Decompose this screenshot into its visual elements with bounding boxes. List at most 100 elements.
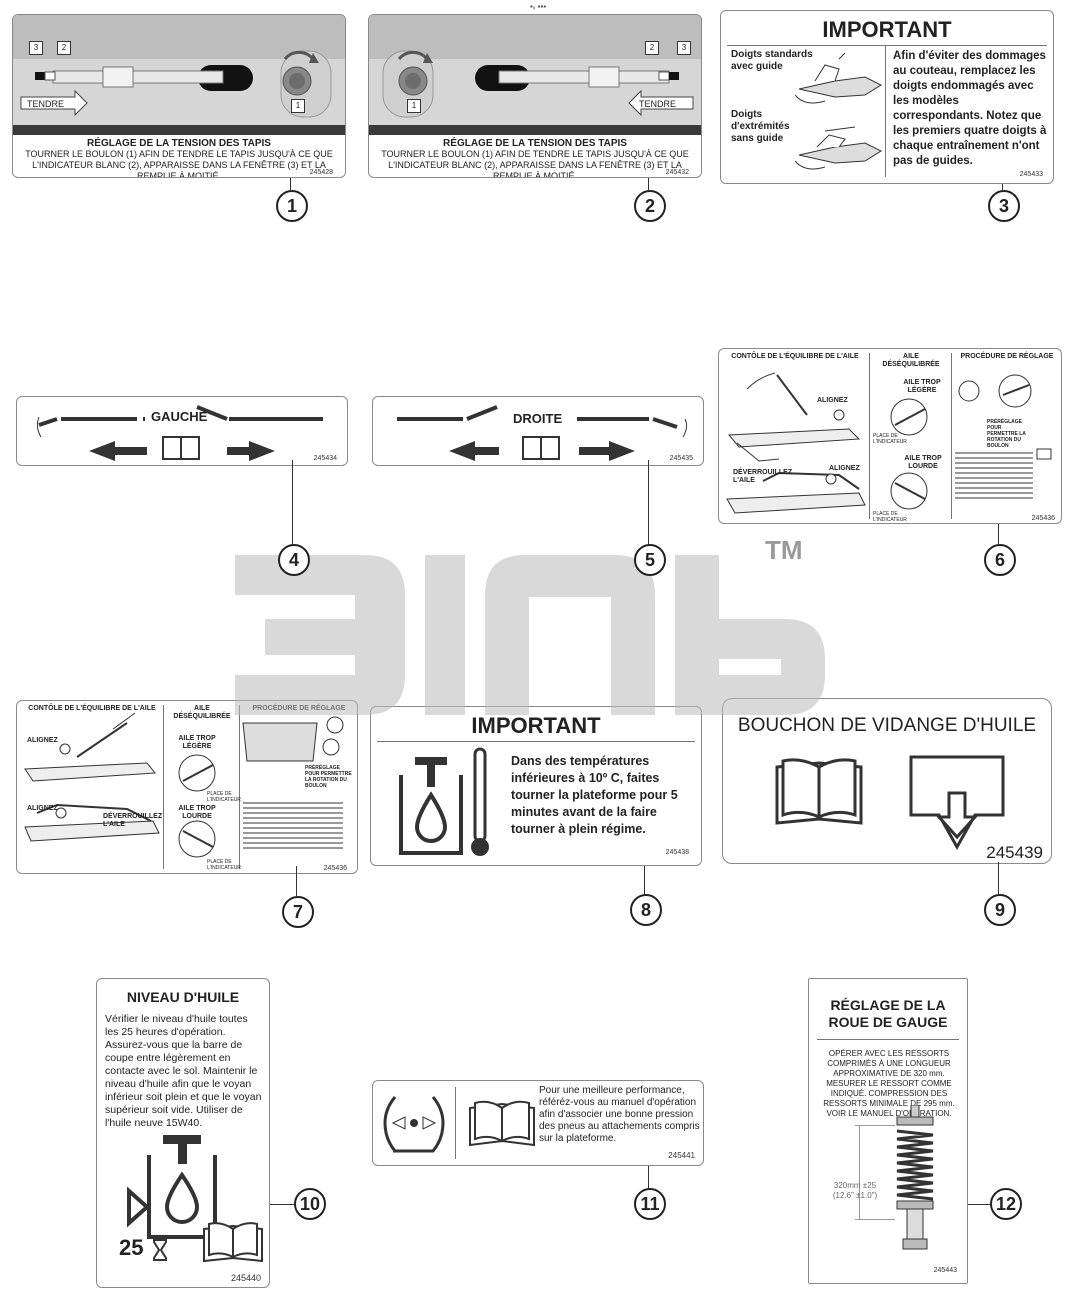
tag-1: 1 — [407, 99, 421, 113]
manual-book-icon — [775, 758, 863, 825]
manual-book-icon — [469, 1100, 535, 1147]
wing-balance-illustration — [24, 712, 344, 858]
tag-2: 2 — [645, 41, 659, 55]
decal-10-body: Vérifier le niveau d'huile toutes les 25… — [105, 1013, 262, 1129]
wing-right-illustration — [397, 405, 688, 461]
label-alignez: ALIGNEZ — [27, 737, 58, 744]
callout-3[interactable]: 3 — [988, 190, 1020, 222]
oil-level-icon — [127, 1135, 217, 1239]
decal-5[interactable]: DROITE 245435 — [372, 396, 704, 466]
hours-value: 25 — [119, 1235, 144, 1260]
decal-8-title: IMPORTANT — [471, 713, 601, 738]
tag-2: 2 — [57, 41, 71, 55]
wing-balance-illustration — [726, 372, 1052, 514]
decal-3[interactable]: IMPORTANT Doigts standards avec guide Do… — [720, 10, 1054, 184]
label-aile-trop-legere: AILE TROP LÉGÈRE — [178, 735, 216, 750]
tag-3: 3 — [677, 41, 691, 55]
decal-3-title: IMPORTANT — [822, 17, 952, 42]
decal-2-title: RÉGLAGE DE LA TENSION DES TAPIS — [443, 138, 627, 149]
decal-10-part: 245440 — [230, 1273, 261, 1283]
decal-1-body: TOURNER LE BOULON (1) AFIN DE TENDRE LE … — [25, 149, 333, 178]
decal-6-part: 245436 — [1031, 515, 1055, 522]
decal-3-part: 245433 — [1019, 171, 1043, 178]
wing-label-gauche: GAUCHE — [151, 409, 208, 424]
wing-left-illustration — [36, 405, 323, 461]
callout-11[interactable]: 11 — [634, 1188, 666, 1220]
tag-1: 1 — [291, 99, 305, 113]
oil-temperature-icon — [399, 747, 489, 856]
decal-10-title: NIVEAU D'HUILE — [126, 989, 240, 1005]
label-deverrouillez: DÉVERROUILLEZ L'AILE — [103, 813, 163, 828]
procedure-lines — [243, 799, 343, 852]
spring-dimension: 320mm ±25 (12.6" ±1.0") — [832, 1181, 878, 1200]
decal-2-caption: RÉGLAGE DE LA TENSION DES TAPIS TOURNER … — [369, 138, 701, 178]
callout-5[interactable]: 5 — [634, 544, 666, 576]
label-place-indicateur: PLACE DE L'INDICATEUR — [873, 433, 907, 445]
watermark-tm: TM — [765, 535, 803, 565]
label-doigts-standards: Doigts standards avec guide — [731, 49, 813, 72]
decal-11-part: 245441 — [668, 1151, 695, 1160]
belt-tension-illustration — [13, 15, 345, 135]
callout-7[interactable]: 7 — [282, 896, 314, 928]
decal-2-part: 245432 — [665, 169, 689, 176]
top-mark: ▪ₓ ▪▪▪ — [530, 2, 547, 11]
decal-8-part: 245438 — [665, 849, 689, 856]
decal-2-body: TOURNER LE BOULON (1) AFIN DE TENDRE LE … — [381, 149, 689, 178]
label-prereglage: PRÉRÉGLAGE POUR PERMETTRE LA ROTATION DU… — [305, 765, 352, 789]
callout-1[interactable]: 1 — [276, 190, 308, 222]
tendre-label: TENDRE — [27, 99, 65, 109]
drain-plug-icon — [909, 755, 1005, 851]
callout-12[interactable]: 12 — [990, 1188, 1022, 1220]
decal-4-part: 245434 — [313, 455, 337, 462]
gauge-wheel-spring-illustration — [896, 1105, 934, 1250]
wing-label-droite: DROITE — [513, 411, 563, 426]
label-deverrouillez: DÉVERROUILLEZ L'AILE — [733, 469, 793, 484]
callout-2[interactable]: 2 — [634, 190, 666, 222]
decal-6-h1: CONTÔLE DE L'ÉQUILIBRE DE L'AILE — [731, 353, 859, 360]
decal-1-part: 245428 — [309, 169, 333, 176]
callout-9[interactable]: 9 — [984, 894, 1016, 926]
decal-9-title: BOUCHON DE VIDANGE D'HUILE — [737, 715, 1037, 736]
callout-10[interactable]: 10 — [294, 1188, 326, 1220]
decal-12-part: 245443 — [933, 1267, 957, 1274]
decal-7[interactable]: CONTÔLE DE L'ÉQUILIBRE DE L'AILE AILE DÉ… — [16, 700, 358, 874]
callout-6[interactable]: 6 — [984, 544, 1016, 576]
decal-9-part: 245439 — [986, 843, 1043, 862]
decal-8[interactable]: IMPORTANT Dans des températures inférieu… — [370, 706, 702, 866]
decal-6-h2: AILE DÉSÉQUILIBRÉE — [882, 353, 940, 368]
decal-5-part: 245435 — [669, 455, 693, 462]
decal-12[interactable]: RÉGLAGE DE LA ROUE DE GAUGE OPÉRER AVEC … — [808, 978, 968, 1284]
decal-1-title: RÉGLAGE DE LA TENSION DES TAPIS — [87, 138, 271, 149]
label-aile-trop-lourde: AILE TROP LOURDE — [178, 805, 216, 820]
decal-6-h3: PROCÉDURE DE RÉGLAGE — [960, 353, 1054, 360]
decal-6[interactable]: CONTÔLE DE L'ÉQUILIBRE DE L'AILE AILE DÉ… — [718, 348, 1062, 524]
decal-2[interactable]: 2 3 1 TENDRE RÉGLAGE DE LA TENSION DES T… — [368, 14, 702, 178]
belt-tension-illustration — [369, 15, 701, 135]
decal-7-part: 245436 — [323, 865, 347, 872]
label-prereglage: PRÉRÉGLAGE POUR PERMETTRE LA ROTATION DU… — [987, 419, 1026, 449]
label-alignez: ALIGNEZ — [829, 465, 860, 472]
decal-7-h1: CONTÔLE DE L'ÉQUILIBRE DE L'AILE — [28, 705, 156, 712]
decal-1-caption: RÉGLAGE DE LA TENSION DES TAPIS TOURNER … — [13, 138, 345, 178]
callout-8[interactable]: 8 — [630, 894, 662, 926]
decal-9[interactable]: BOUCHON DE VIDANGE D'HUILE 245439 — [722, 698, 1052, 864]
decal-11[interactable]: Pour une meilleure performance, référéz-… — [372, 1080, 704, 1166]
callout-4[interactable]: 4 — [278, 544, 310, 576]
tendre-label: TENDRE — [639, 99, 677, 109]
label-alignez: ALIGNEZ — [817, 397, 848, 404]
label-alignez: ALIGNEZ — [27, 805, 58, 812]
label-place-indicateur: PLACE DE L'INDICATEUR — [207, 859, 241, 871]
decal-3-body: Afin d'éviter des dommages au couteau, r… — [893, 50, 1047, 167]
procedure-lines — [955, 449, 1033, 502]
label-aile-trop-legere: AILE TROP LÉGÈRE — [903, 379, 941, 394]
decal-8-body: Dans des températures inférieures à 10º … — [511, 754, 678, 836]
decal-10[interactable]: NIVEAU D'HUILE Vérifier le niveau d'huil… — [96, 978, 270, 1288]
label-place-indicateur: PLACE DE L'INDICATEUR — [873, 511, 907, 523]
hourglass-icon — [153, 1239, 167, 1261]
decal-12-body: OPÉRER AVEC LES RESSORTS COMPRIMÉS À UNE… — [823, 1049, 955, 1118]
decal-7-h2: AILE DÉSÉQUILIBRÉE — [173, 705, 231, 720]
label-place-indicateur: PLACE DE L'INDICATEUR — [207, 791, 241, 803]
decal-1[interactable]: 3 2 1 TENDRE RÉGLAGE DE LA TENSION DES T… — [12, 14, 346, 178]
label-doigts-extremites: Doigts d'extrémités sans guide — [731, 109, 790, 144]
decal-4[interactable]: GAUCHE 245434 — [16, 396, 348, 466]
